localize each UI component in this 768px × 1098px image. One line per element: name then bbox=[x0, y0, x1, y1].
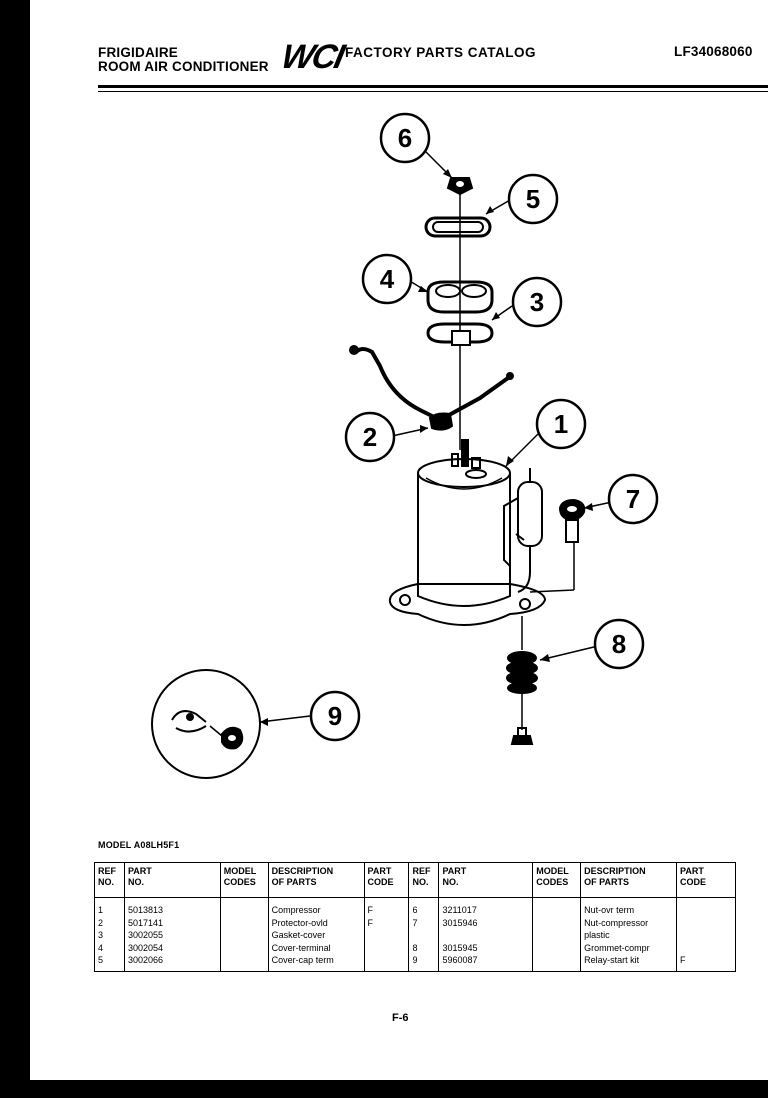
callout-9-label: 9 bbox=[328, 701, 342, 731]
part-grommet-compr bbox=[506, 616, 538, 745]
callout-4-label: 4 bbox=[380, 264, 395, 294]
part-protector-ovld bbox=[349, 345, 514, 431]
callout-3-label: 3 bbox=[530, 287, 544, 317]
part-compressor bbox=[388, 439, 547, 626]
part-code-column: F bbox=[676, 897, 736, 971]
catalog-title: FACTORY PARTS CATALOG bbox=[345, 45, 537, 60]
brand-block: FRIGIDAIRE ROOM AIR CONDITIONER bbox=[98, 46, 269, 74]
callout-6-circle bbox=[379, 112, 431, 164]
header-rule-thin bbox=[98, 91, 768, 92]
callout-5-circle bbox=[507, 173, 559, 225]
product-type: ROOM AIR CONDITIONER bbox=[98, 59, 269, 74]
callout-5-label: 5 bbox=[526, 184, 540, 214]
brand-name: FRIGIDAIRE bbox=[98, 45, 179, 60]
model-codes-column bbox=[532, 897, 582, 971]
callout-1-label: 1 bbox=[554, 409, 568, 439]
callout-6-label: 6 bbox=[398, 123, 412, 153]
callout-1-circle bbox=[535, 398, 587, 450]
model-label: MODEL A08LH5F1 bbox=[98, 840, 180, 850]
page-number: F-6 bbox=[392, 1012, 409, 1024]
callout-9-circle bbox=[309, 690, 361, 742]
callout-3-circle bbox=[511, 276, 563, 328]
callout-8-circle bbox=[593, 618, 645, 670]
callout-2-label: 2 bbox=[363, 422, 377, 452]
callout-7-label: 7 bbox=[626, 484, 640, 514]
part-nut-ovr-term bbox=[446, 177, 474, 196]
callout-2-circle bbox=[344, 411, 396, 463]
header-rule-thick bbox=[98, 85, 768, 88]
callout-4-circle bbox=[361, 253, 413, 305]
part-gasket-cover bbox=[426, 322, 494, 346]
part-relay-start-kit bbox=[151, 669, 261, 779]
catalog-number: LF34068060 bbox=[674, 44, 753, 59]
part-nut-compressor bbox=[529, 498, 586, 593]
model-codes-column bbox=[219, 897, 269, 971]
callout-7-circle bbox=[607, 473, 659, 525]
part-cover-cap-term bbox=[424, 216, 492, 238]
part-cover-terminal bbox=[426, 280, 494, 314]
callout-8-label: 8 bbox=[612, 629, 626, 659]
